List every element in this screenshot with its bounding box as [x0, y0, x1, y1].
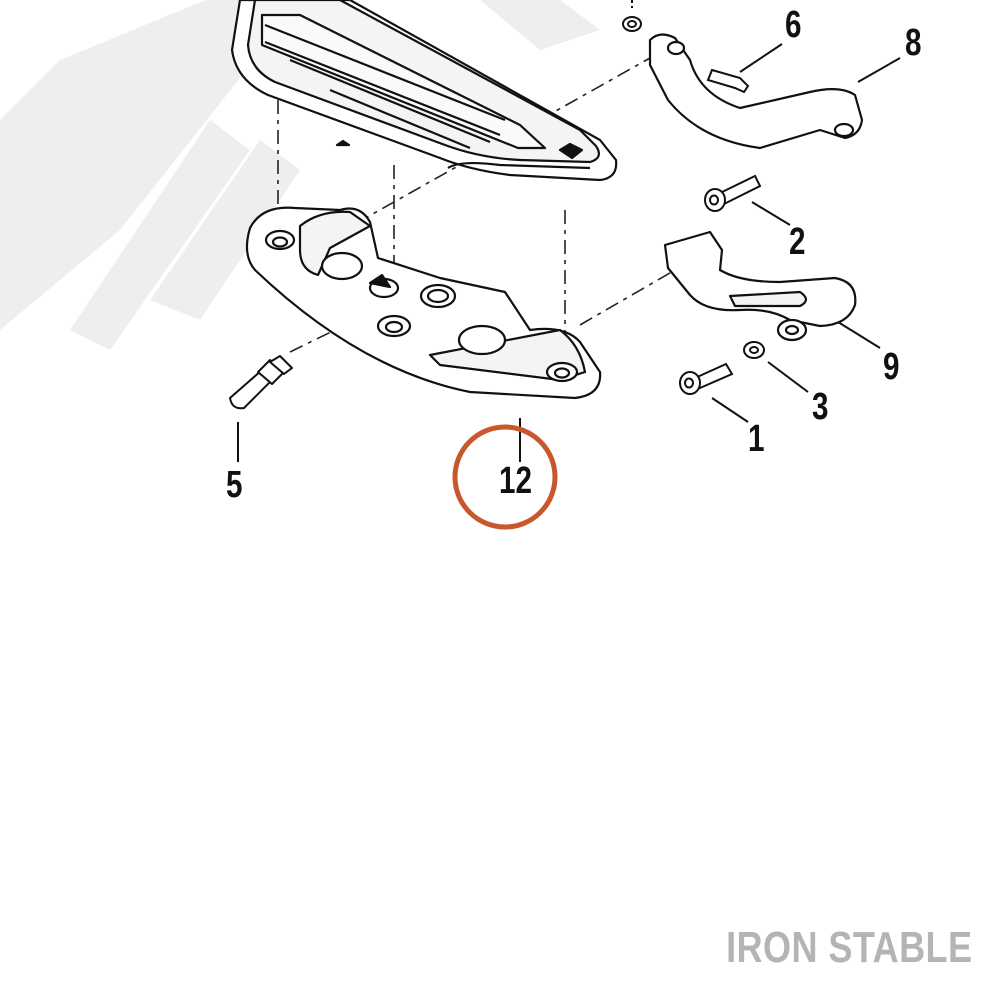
callout-12: 12 [499, 460, 532, 502]
highlight-circle [452, 424, 558, 530]
callout-6: 6 [785, 4, 802, 46]
leader-lines [237, 0, 901, 462]
callout-5: 5 [226, 464, 243, 506]
background-watermark-logo [0, 0, 600, 350]
floorboard-bracket-part-12 [245, 206, 602, 400]
nut-and-screw-part-6 [622, 16, 750, 94]
bracket-arm-part-9 [663, 230, 857, 342]
callout-3: 3 [812, 386, 829, 428]
washer-part-3 [743, 341, 765, 359]
floorboard-pad [230, 0, 618, 182]
brand-watermark: IRON STABLE [725, 923, 972, 972]
callout-1: 1 [748, 418, 765, 460]
bolt-part-1 [679, 362, 734, 395]
callout-2: 2 [789, 221, 806, 263]
pin-part-5 [229, 355, 293, 410]
callout-9: 9 [883, 346, 900, 388]
callout-8: 8 [905, 22, 922, 64]
bolt-part-2 [704, 174, 762, 212]
bracket-arm-part-8 [648, 33, 864, 150]
